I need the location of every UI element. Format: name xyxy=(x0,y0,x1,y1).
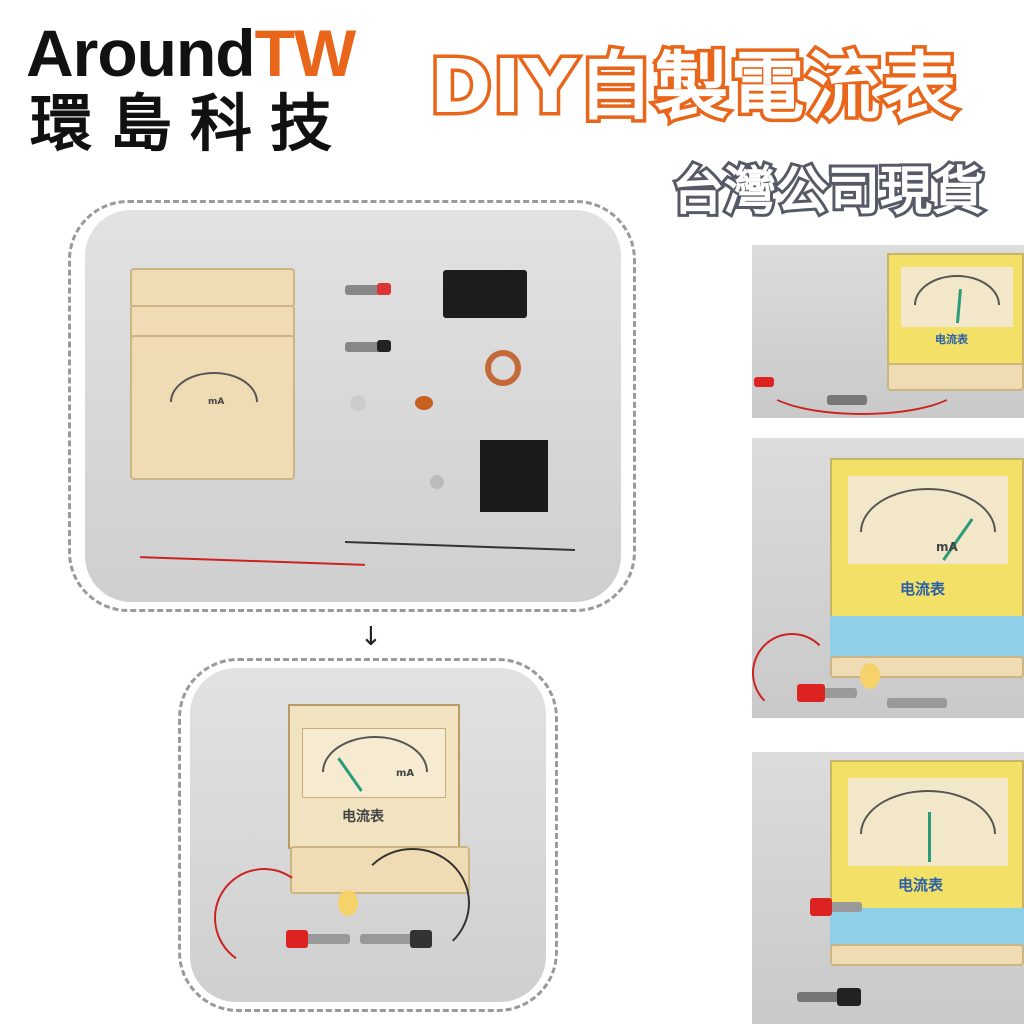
unit-label: mA xyxy=(396,768,415,779)
assembled-photo: mA 电流表 xyxy=(190,668,546,1002)
meter-label: 电流表 xyxy=(898,876,944,894)
brand-logo-en: AroundTW xyxy=(26,16,357,90)
copper-coil xyxy=(485,350,521,386)
headline-title: DIY自製電流表 xyxy=(427,41,961,134)
side-photo-1: 电流表 xyxy=(752,245,1024,418)
battery-holder xyxy=(443,270,527,318)
brand-name-tw: TW xyxy=(254,16,357,90)
headline-subtitle: 台灣公司現貨 xyxy=(669,159,987,225)
brand-name-around: Around xyxy=(26,16,256,90)
magnet-sheet xyxy=(480,440,548,512)
brand-logo-zh: 環島科技 xyxy=(30,87,351,160)
side-photo-3: 电流表 xyxy=(752,752,1024,1024)
unit-label: mA xyxy=(936,540,958,554)
meter-panel: mA 电流表 xyxy=(288,704,460,849)
meter-label: 电流表 xyxy=(342,809,384,825)
kit-parts-frame xyxy=(68,200,636,612)
assembled-frame xyxy=(178,658,558,1012)
meter-label: 电流表 xyxy=(900,580,946,598)
arrow-down-icon: ↓ xyxy=(360,622,382,652)
meter-label: 电流表 xyxy=(935,333,968,346)
kit-parts-photo: mA xyxy=(85,210,621,602)
unit-label: mA xyxy=(208,397,225,407)
meter-face-board: mA xyxy=(130,335,295,480)
side-photo-2: mA 电流表 xyxy=(752,438,1024,718)
